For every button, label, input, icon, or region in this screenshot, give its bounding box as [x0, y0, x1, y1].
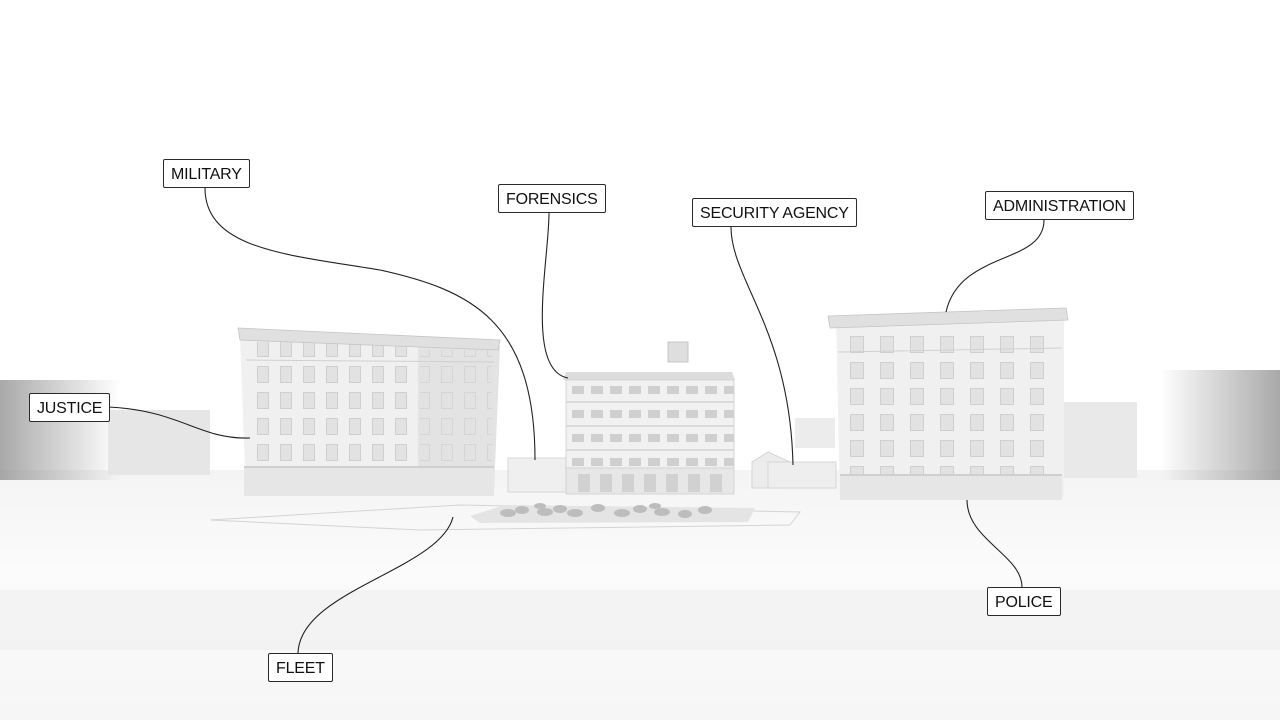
- police-label: POLICE: [987, 587, 1061, 616]
- bg-block-left: [108, 410, 210, 475]
- plaza-outline: [209, 504, 801, 531]
- leader-line-security-agency: [730, 226, 794, 466]
- road-band: [0, 590, 1280, 650]
- administration-label: ADMINISTRATION: [985, 191, 1134, 220]
- parked-cars: [500, 503, 712, 518]
- leader-line-justice: [107, 406, 251, 439]
- forensics-label: FORENSICS: [498, 184, 606, 213]
- leader-line-police: [966, 499, 1023, 588]
- justice-label: JUSTICE: [29, 393, 111, 422]
- low-building-left: [507, 457, 567, 493]
- leader-lines: [107, 187, 1045, 654]
- low-building-right-b: [767, 461, 837, 489]
- leader-line-military: [204, 187, 536, 461]
- left-building: [237, 327, 501, 496]
- fleet-label: FLEET: [268, 653, 333, 682]
- military-label: MILITARY: [163, 159, 250, 188]
- security-agency-label: SECURITY AGENCY: [692, 198, 857, 227]
- leader-line-administration: [945, 219, 1045, 313]
- leader-line-forensics: [541, 212, 569, 379]
- bg-block-mid: [795, 418, 835, 448]
- right-building: [827, 307, 1069, 500]
- leader-line-fleet: [297, 516, 454, 654]
- fog-right: [1160, 370, 1280, 480]
- bg-block-right: [1063, 402, 1137, 478]
- center-building: [563, 341, 735, 495]
